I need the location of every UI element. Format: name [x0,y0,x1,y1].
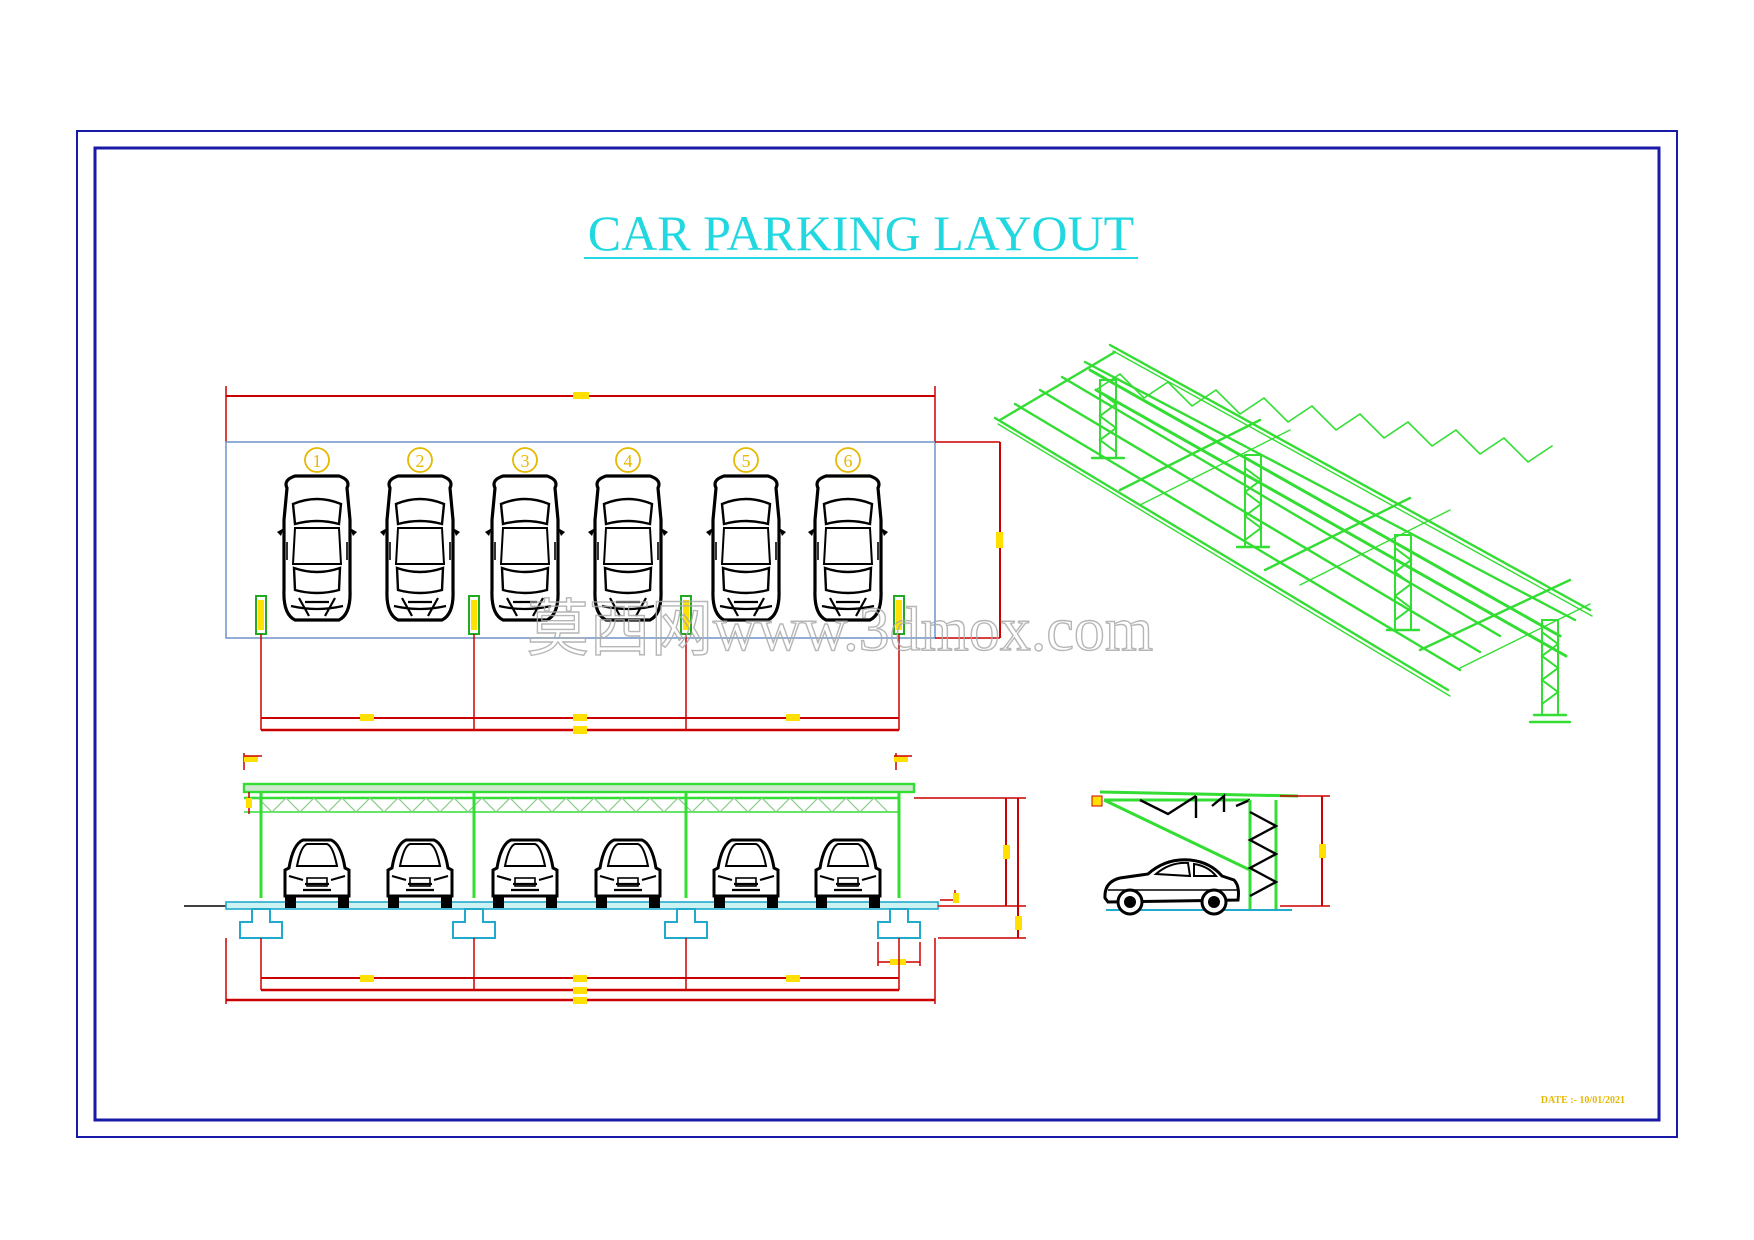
slot-number-3: 3 [521,451,530,471]
car-front-4 [594,838,662,910]
car-front-3 [491,838,559,910]
car-front-1 [283,838,351,910]
car-top-1 [275,474,359,622]
elevation-cars [283,838,882,910]
side-elevation-view [1091,790,1330,916]
car-front-5 [712,838,780,910]
date-label: DATE :- 10/01/2021 [1541,1095,1625,1106]
slot-number-4: 4 [624,451,633,471]
top-plan-view: 1 2 3 4 5 6 [225,386,1003,734]
page-title: CAR PARKING LAYOUT [588,205,1134,261]
slot-number-5: 5 [742,451,751,471]
slot-number-2: 2 [416,451,425,471]
car-front-6 [814,838,882,910]
parking-slab [225,441,936,639]
watermark: 莫西网www.3dmox.com [527,596,1153,664]
front-elevation-view [184,753,1026,1004]
outer-frame [76,130,1678,1138]
isometric-frame-view [993,343,1593,724]
slot-number-6: 6 [844,451,853,471]
slot-number-1: 1 [313,451,322,471]
car-side [1103,858,1240,916]
car-front-2 [386,838,454,910]
inner-frame [93,146,1661,1122]
slot-labels: 1 2 3 4 5 6 [304,447,861,473]
car-top-2 [378,474,462,622]
